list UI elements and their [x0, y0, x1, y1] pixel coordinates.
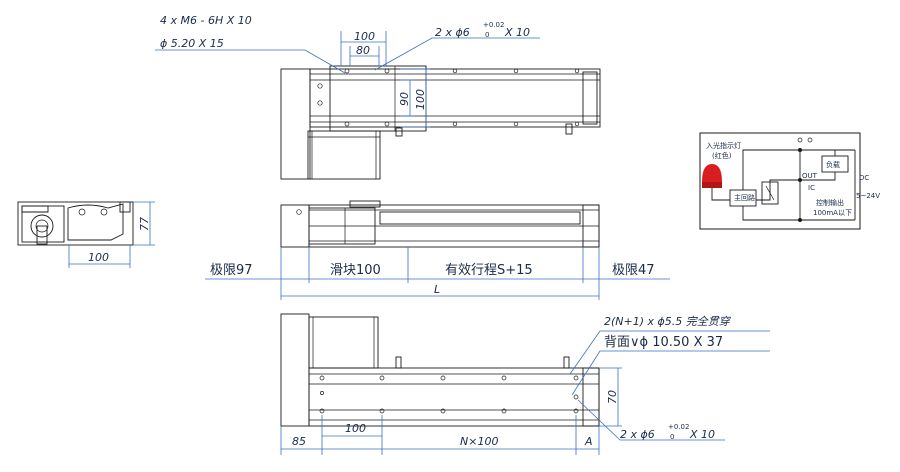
- bottom-dim-85: 85: [292, 435, 306, 448]
- effective-stroke: 有效行程S+15: [445, 263, 533, 278]
- lamp-label: 入光指示灯: [706, 141, 741, 150]
- pin-tol-upper-top: +0.02: [483, 21, 504, 29]
- bore-callout: ϕ 5.20 X 15: [160, 37, 224, 50]
- pin-tol-lower-bottom: 0: [670, 433, 674, 441]
- side-view: 极限97 滑块100 有效行程S+15 极限47 L: [205, 200, 670, 300]
- total-length: L: [434, 283, 440, 296]
- main-circuit-label: 主回路: [734, 193, 755, 202]
- dim-100-top: 100: [354, 30, 375, 43]
- tap-holes-callout: 4 x M6 - 6H X 10: [160, 14, 252, 27]
- top-view: 100 80 90 100 4 x M6 - 6H X 10 ϕ 5.20 X …: [155, 14, 601, 180]
- load-label: 负载: [826, 160, 840, 169]
- dc-label: DC: [859, 174, 869, 182]
- dim-100-vertical: 100: [414, 89, 427, 110]
- bottom-view: 70 85 100 N×100 A 2(N+1) x ϕ5.5 完全贯穿 背面∨…: [280, 313, 770, 455]
- through-holes-callout: 2(N+1) x ϕ5.5 完全贯穿: [604, 315, 732, 328]
- out-label: OUT: [802, 172, 818, 180]
- pin-tol-upper-bottom: +0.02: [668, 423, 689, 431]
- current-label: 100mA以下: [813, 209, 852, 217]
- bottom-dim-70: 70: [606, 390, 619, 404]
- pin-holes-bottom-prefix: 2 x ϕ6: [620, 428, 655, 441]
- pin-holes-top-suffix: X 10: [504, 26, 530, 39]
- ic-label: IC: [808, 184, 815, 192]
- lamp-color: (红色): [712, 151, 732, 160]
- wiring-diagram: 入光指示灯 (红色) 主回路 负载 OUT IC DC 5~24V 控制输出 1…: [699, 132, 880, 230]
- dim-90: 90: [398, 92, 411, 106]
- pin-tol-lower-top: 0: [485, 31, 489, 39]
- limit-left: 极限97: [210, 263, 253, 278]
- indicator-lamp-icon: [702, 164, 722, 188]
- end-view-height: 77: [138, 217, 151, 231]
- pin-holes-bottom-suffix: X 10: [689, 428, 715, 441]
- bottom-dim-nx100: N×100: [460, 435, 498, 448]
- limit-right: 极限47: [612, 263, 655, 278]
- pin-holes-top-prefix: 2 x ϕ6: [435, 26, 470, 39]
- counterbore-callout: 背面∨ϕ 10.50 X 37: [604, 335, 723, 350]
- end-view-width: 100: [88, 251, 109, 264]
- voltage-label: 5~24V: [856, 192, 880, 200]
- control-output-label: 控制输出: [816, 198, 844, 207]
- bottom-dim-a: A: [584, 435, 593, 448]
- slider-length: 滑块100: [330, 263, 381, 278]
- bottom-dim-100: 100: [345, 422, 366, 435]
- end-view: 77 100: [17, 201, 155, 268]
- dim-80-top: 80: [356, 44, 370, 57]
